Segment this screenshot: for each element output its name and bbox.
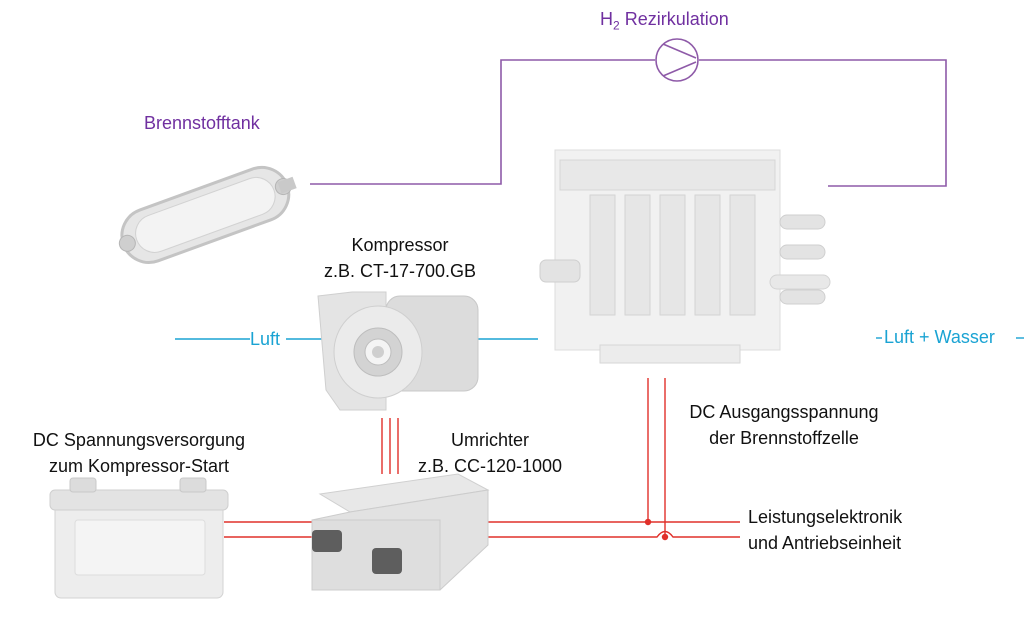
air-water-label: Luft + Wasser: [884, 327, 995, 347]
h2-recirculation-label: H2 Rezirkulation: [600, 9, 729, 33]
compressor-icon: [317, 291, 479, 411]
hydrogen-lines: [310, 59, 947, 187]
inverter-icon: [311, 473, 490, 591]
junction-dots: [644, 518, 669, 541]
air-in-label: Luft: [250, 329, 281, 349]
electric-lines: [224, 378, 740, 538]
battery-icon: [49, 477, 229, 599]
dc-supply-label: DC Spannungsversorgung zum Kompressor-St…: [32, 430, 246, 476]
dc-output-label: DC Ausgangsspannung der Brennstoffzelle: [689, 402, 879, 448]
tank-icon: [118, 165, 297, 264]
fuel-cell-stack-icon: [539, 149, 831, 364]
inverter-label: Umrichter z.B. CC-120-1000: [417, 430, 563, 476]
tank-label: Brennstofftank: [144, 113, 260, 133]
pump-icon: [655, 38, 699, 82]
power-electronics-label: Leistungselektronik und Antriebseinheit: [748, 507, 903, 553]
compressor-label: Kompressor z.B. CT-17-700.GB: [323, 235, 477, 281]
air-lines: [175, 337, 1024, 340]
